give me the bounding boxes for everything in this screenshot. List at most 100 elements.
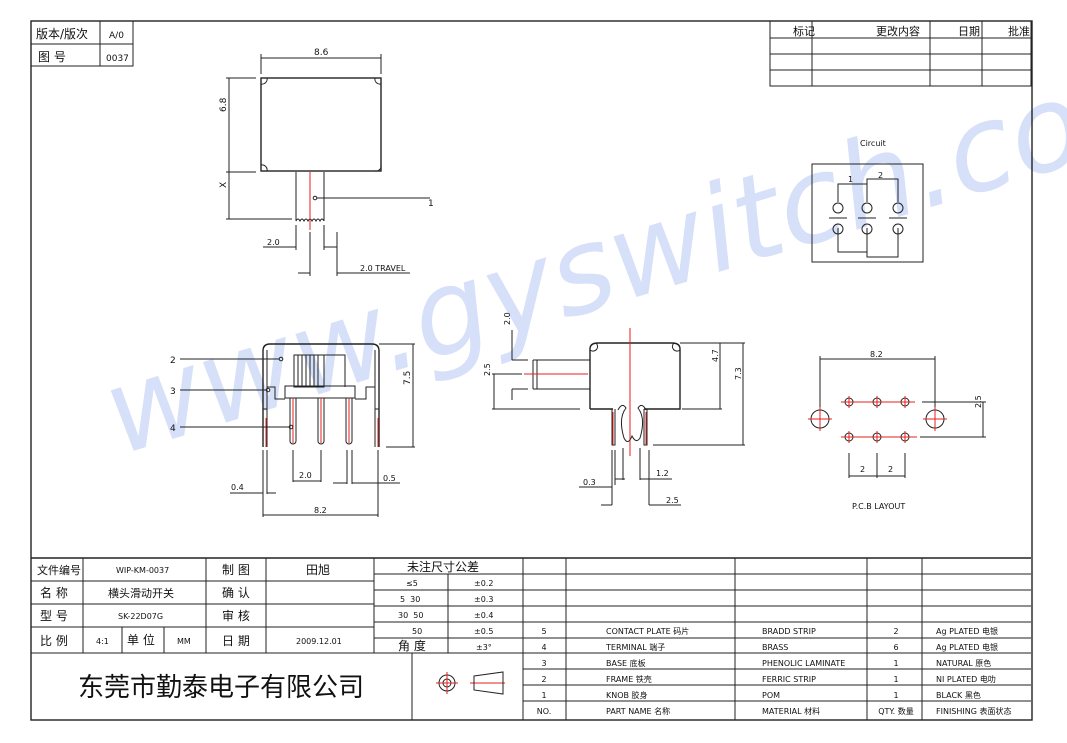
approved-label: 审 核 [222,608,250,623]
top-view: 1 8.6 6.8 X 2.0 2.0 TRAVEL [219,48,434,276]
dim-pcb-row-gap: 2.5 [974,395,983,408]
bom-cell: 3 [541,659,546,668]
bom-cell: NI PLATED 电叻 [936,674,996,684]
name-value: 横头滑动开关 [108,586,174,600]
revision-table: 标记 更改内容 日期 批准 [769,20,1032,87]
circuit-diagram: Circuit 1 2 [811,139,924,263]
tolerance-range: 5 30 [400,595,420,604]
bom-cell: 2 [541,675,546,684]
dim-t1: 0.3 [583,478,596,487]
pole-1-label: 1 [848,175,853,184]
circuit-title: Circuit [860,139,886,148]
revision-header: 批准 [1008,24,1030,38]
date-label: 日 期 [222,634,250,648]
model-label: 型 号 [40,609,68,623]
bom-cell: 1 [893,675,898,684]
bom-cell: CONTACT PLATE 码片 [606,626,689,636]
version-label: 版本/版次 [36,27,88,41]
bom-cell: BRASS [762,643,788,652]
dim-t2: 1.2 [656,469,669,478]
projection-symbol [436,671,505,695]
checked-label: 确 认 [222,586,250,600]
drawing-no-value: 0037 [106,54,129,64]
bom-cell: FERRIC STRIP [762,675,816,684]
tolerance-title: 未注尺寸公差 [407,559,479,574]
bom-cell: POM [762,691,780,700]
file-no-label: 文件编号 [37,563,81,577]
side-view: 2.0 2.5 4.7 7.3 0.3 1.2 2.5 [483,312,745,506]
scale-value: 4:1 [96,637,109,646]
version-value: A/0 [109,31,124,41]
callout-label: 1 [428,199,434,209]
dim-knob-width: 2.0 [267,238,280,247]
bom-cell: BRADD STRIP [762,627,816,636]
dim-total-height: 7.3 [734,367,743,380]
file-no-value: WIP-KM-0037 [116,566,169,575]
drawn-label: 制 图 [222,563,250,577]
company-name: 东莞市勤泰电子有限公司 [78,673,364,703]
drawn-value: 田旭 [306,563,330,577]
bom-cell: Ag PLATED 电银 [936,642,998,652]
dim-pin-width-2: 0.5 [383,474,396,483]
tolerance-value: ±0.3 [474,595,493,604]
bom-cell: 1 [893,659,898,668]
pcb-layout: 8.2 2.5 2 2 P.C.B LAYOUT [808,350,986,511]
version-header-table: 版本/版次 A/0 图 号 0037 [30,20,134,67]
tolerance-value: ±0.4 [474,611,493,620]
tolerance-range: 30 50 [398,611,423,620]
callout-label: 2 [170,356,176,366]
bom-cell: FRAME 铁壳 [606,674,652,684]
bom-header-cell: PART NAME 名称 [606,706,670,716]
pcb-title: P.C.B LAYOUT [852,502,905,511]
dim-pcb-span: 8.2 [870,350,883,359]
angle-label: 角 度 [398,638,426,653]
watermark: www.gyswitch.com [88,19,1067,481]
dim-span: 8.2 [314,506,327,515]
unit-label: 单 位 [127,632,155,647]
bom-header-cell: MATERIAL 材料 [762,706,820,716]
bom-header-cell: FINISHING 表面状态 [936,706,1011,716]
bom-table [523,558,1031,720]
dim-body-height: 4.7 [711,349,720,362]
revision-header: 日期 [958,25,980,38]
bom-cell: 1 [541,691,546,700]
dim-width: 8.6 [314,48,329,58]
bom-cell: KNOB 胶身 [606,690,648,700]
pole-2-label: 2 [878,171,883,180]
date-value: 2009.12.01 [296,637,342,646]
tolerance-value: ±0.5 [474,627,493,636]
bom-cell: 6 [893,643,898,652]
bom-cell: 1 [893,691,898,700]
scale-label: 比 例 [40,634,68,648]
dim-travel: 2.0 TRAVEL [360,264,406,273]
callout-label: 4 [170,424,176,434]
dim-height: 7.5 [403,371,413,385]
bom-cell: 2 [893,627,898,636]
bom-cell: BLACK 黑色 [936,690,981,700]
name-label: 名 称 [40,585,68,600]
tolerance-range: 50 [412,627,422,636]
tolerance-range: ≤5 [406,579,418,588]
dim-knob-length: 2.0 [503,312,512,325]
dim-x: X [219,182,229,188]
bom-header-cell: NO. [537,707,552,716]
revision-header: 更改内容 [876,24,920,38]
bom-cell: PHENOLIC LAMINATE [762,659,845,668]
front-view: 2 3 4 7.5 2.0 0.4 0.5 8.2 [170,343,415,517]
dim-knob-diameter: 2.5 [483,363,492,376]
revision-header: 标记 [793,24,815,38]
dim-t3: 2.5 [666,496,679,505]
angle-value: ±3° [476,643,492,652]
bom-cell: 4 [541,643,546,652]
bom-cell: NATURAL 原色 [936,658,991,668]
dim-pitch: 2.0 [299,471,312,480]
bom-cell: BASE 底板 [606,658,646,668]
bom-cell: Ag PLATED 电银 [936,626,998,636]
model-value: SK-22D07G [118,612,163,621]
bom-cell: TERMINAL 端子 [605,642,665,652]
dim-height: 6.8 [219,97,229,112]
sheet-border [30,20,1033,721]
